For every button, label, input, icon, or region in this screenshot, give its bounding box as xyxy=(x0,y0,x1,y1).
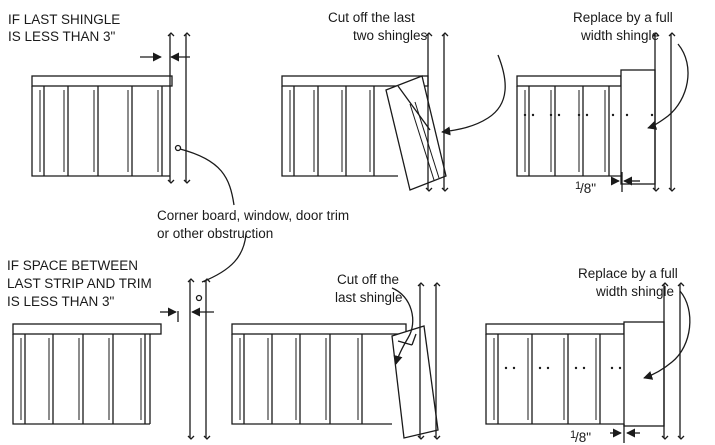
trim-board-4 xyxy=(187,278,211,440)
trim-board xyxy=(167,32,191,184)
bottom-condition-line3: IS LESS THAN 3" xyxy=(7,294,115,309)
space-dimension xyxy=(160,307,214,322)
top-cut-line2: two shingles xyxy=(353,28,428,43)
trim-board-6 xyxy=(661,282,685,440)
bottom-cut-line2: last shingle xyxy=(335,290,403,305)
shingle-joints-4 xyxy=(24,334,146,424)
gap-bottom-numerator: 1 xyxy=(570,429,576,441)
gap-dimension-top xyxy=(610,172,640,192)
trim-board-2 xyxy=(425,32,449,192)
gap-top-denominator: /8" xyxy=(580,181,596,196)
top-cut-line1: Cut off the last xyxy=(328,10,415,25)
nail-dots xyxy=(523,113,654,117)
leader-bottom-replace xyxy=(643,290,691,380)
leader-obstruction-bottom xyxy=(201,233,247,283)
top-cap-strip xyxy=(31,75,173,87)
shingle-course-6 xyxy=(485,334,624,425)
nail-dot xyxy=(174,144,182,152)
bottom-cap-strip-3 xyxy=(485,323,625,335)
shingle-joints xyxy=(43,86,163,176)
shingle-joints-3 xyxy=(528,86,610,176)
nail-dot-4 xyxy=(195,294,203,302)
shingle-joints-5 xyxy=(243,334,363,424)
bottom-cap-strip xyxy=(12,323,162,335)
obstruction-line2: or other obstruction xyxy=(157,226,273,241)
bottom-condition-line2: LAST STRIP AND TRIM xyxy=(7,276,152,291)
bottom-cap-strip-2 xyxy=(231,323,407,335)
gap-bottom-denominator: /8" xyxy=(575,430,591,445)
shingle-keyways-3 xyxy=(524,90,606,172)
shingle-course-5 xyxy=(231,334,392,425)
leader-top-replace xyxy=(647,43,689,130)
top-replace-line1: Replace by a full xyxy=(573,10,673,25)
shingle-keyways-5 xyxy=(239,338,359,420)
bottom-condition-line1: IF SPACE BETWEEN xyxy=(7,258,138,273)
leader-obstruction-top xyxy=(179,148,235,206)
panel-top-1 xyxy=(31,32,191,184)
tilted-shingle xyxy=(385,75,447,191)
top-condition-line2: IS LESS THAN 3" xyxy=(8,29,116,44)
shingle-course-3 xyxy=(516,86,621,177)
shingle-keyways-6 xyxy=(493,338,597,420)
leader-top-cut xyxy=(441,54,506,136)
gap-dimension-bottom xyxy=(610,424,640,443)
shingle-course-2 xyxy=(281,86,398,177)
bottom-replace-line1: Replace by a full xyxy=(578,266,678,281)
trim-board-5 xyxy=(417,282,441,440)
bottom-replace-line2: width shingle xyxy=(595,284,674,299)
top-condition-line1: IF LAST SHINGLE xyxy=(8,12,120,27)
bottom-cut-line1: Cut off the xyxy=(337,272,399,287)
top-replace-line2: width shingle xyxy=(580,28,659,43)
shingle-keyways-4 xyxy=(20,338,142,420)
tilted-shingle-2 xyxy=(391,325,439,439)
panel-top-2 xyxy=(281,32,506,192)
nail-dots-2 xyxy=(504,366,622,370)
trim-board-3 xyxy=(652,32,676,192)
leader-bottom-cut xyxy=(391,287,414,365)
panel-bottom-2 xyxy=(231,282,441,440)
panel-top-3 xyxy=(516,32,689,192)
shingle-keyways xyxy=(39,90,159,172)
panel-bottom-1 xyxy=(12,278,214,440)
shingle-course xyxy=(31,86,170,177)
gap-top-numerator: 1 xyxy=(575,180,581,192)
shingle-keyways-2 xyxy=(289,90,371,172)
shingle-joints-6 xyxy=(497,334,601,424)
full-width-shingle-2 xyxy=(623,321,665,427)
top-cap-strip-3 xyxy=(516,75,622,87)
obstruction-line1: Corner board, window, door trim xyxy=(157,208,349,223)
panel-bottom-3 xyxy=(485,282,691,443)
shingle-joints-2 xyxy=(293,86,375,176)
shingle-course-4 xyxy=(12,334,150,425)
